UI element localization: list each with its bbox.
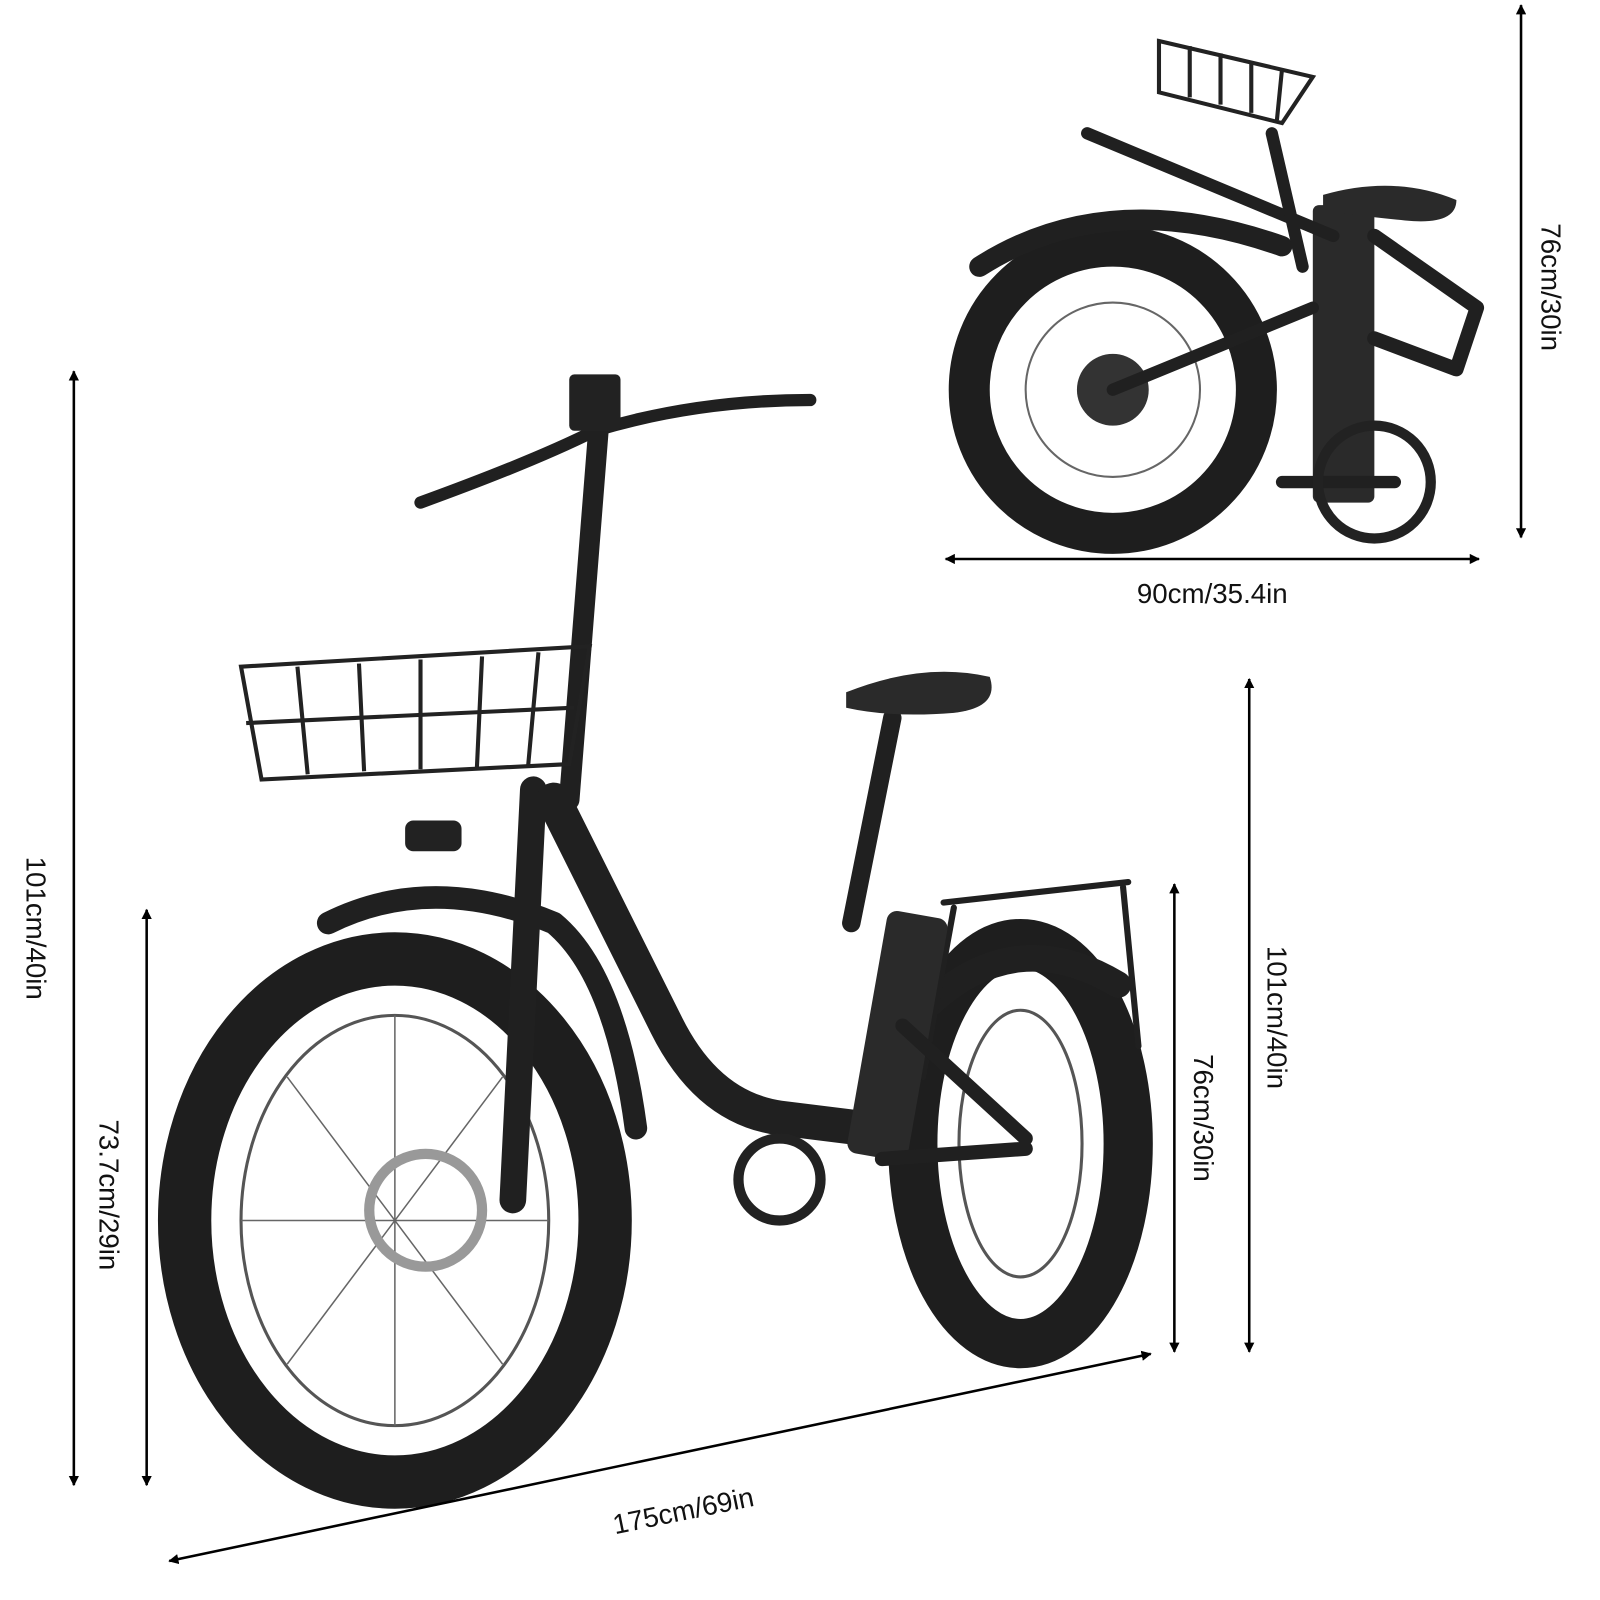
dimension-folded-width: 90cm/35.4in	[944, 553, 1480, 609]
dimension-total-height: 101cm/40in	[21, 370, 79, 1487]
dimension-arrow	[168, 1350, 1152, 1565]
dimension-handlebar-height: 73.7cm/29in	[93, 908, 152, 1487]
dimension-rear-height: 76cm/30in	[1169, 883, 1219, 1353]
dimension-label: 101cm/40in	[1262, 946, 1293, 1089]
dimension-label: 90cm/35.4in	[1137, 578, 1288, 609]
dimension-label: 175cm/69in	[610, 1481, 756, 1540]
dimension-label: 76cm/30in	[1188, 1054, 1219, 1182]
dimension-label: 73.7cm/29in	[93, 1119, 124, 1270]
dimension-seat-height: 101cm/40in	[1244, 677, 1293, 1353]
dimension-label: 101cm/40in	[21, 857, 52, 1000]
dimension-folded-height: 76cm/30in	[1515, 4, 1567, 539]
ebike-folded-illustration	[948, 38, 1485, 554]
ebike-unfolded-illustration	[157, 374, 1153, 1509]
dimension-label: 76cm/30in	[1536, 223, 1567, 351]
